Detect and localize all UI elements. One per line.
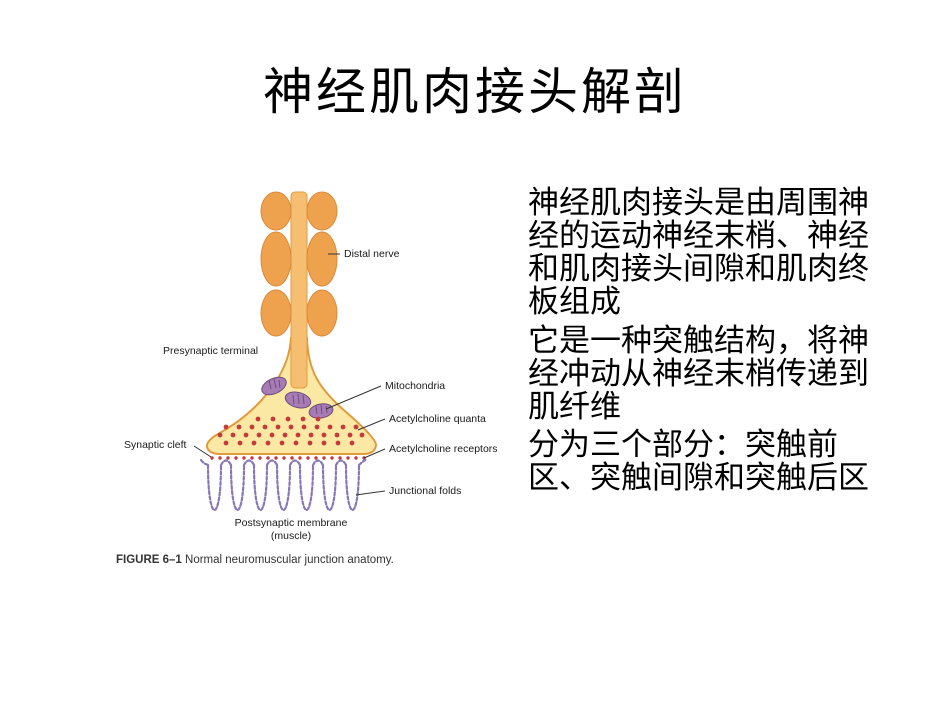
label-postsynaptic-membrane: Postsynaptic membrane (muscle) <box>225 517 357 542</box>
label-acetylcholine-receptors: Acetylcholine receptors <box>389 443 498 455</box>
figure-caption-text: Normal neuromuscular junction anatomy. <box>185 554 394 566</box>
figure-caption: FIGURE 6–1 Normal neuromuscular junction… <box>116 554 496 566</box>
label-postsynaptic-membrane-line1: Postsynaptic membrane <box>234 517 348 529</box>
label-distal-nerve: Distal nerve <box>344 248 400 260</box>
neuromuscular-junction-figure: Distal nerve Presynaptic terminal Mitoch… <box>108 180 513 605</box>
leader-lines <box>193 253 386 496</box>
mitochondria-shapes <box>261 376 334 419</box>
label-mitochondria: Mitochondria <box>385 380 446 392</box>
label-synaptic-cleft: Synaptic cleft <box>124 439 187 451</box>
bullet-item: 它是一种突触结构，将神经冲动从神经末梢传递到肌纤维 <box>528 322 869 424</box>
junctional-folds-shape <box>199 457 369 512</box>
label-junctional-folds: Junctional folds <box>389 485 462 497</box>
bullet-text-block: 神经肌肉接头是由周围神经的运动神经末梢、神经和肌肉接头间隙和肌肉终板组成 它是一… <box>528 186 888 499</box>
bullet-item: 神经肌肉接头是由周围神经的运动神经末梢、神经和肌肉接头间隙和肌肉终板组成 <box>528 185 869 320</box>
nmj-diagram <box>193 191 386 512</box>
label-acetylcholine-quanta: Acetylcholine quanta <box>389 413 486 425</box>
axon-shape <box>290 191 308 389</box>
acetylcholine-quanta-dots <box>217 416 365 446</box>
label-presynaptic-terminal: Presynaptic terminal <box>163 345 259 357</box>
label-postsynaptic-membrane-line2: (muscle) <box>270 529 312 542</box>
myelin-segments <box>260 191 338 337</box>
figure-caption-number: FIGURE 6–1 <box>116 554 182 566</box>
bullet-item: 分为三个部分：突触前区、突触间隙和突触后区 <box>528 427 869 496</box>
acetylcholine-receptor-dots <box>210 456 366 460</box>
page-title: 神经肌肉接头解剖 <box>263 64 687 120</box>
